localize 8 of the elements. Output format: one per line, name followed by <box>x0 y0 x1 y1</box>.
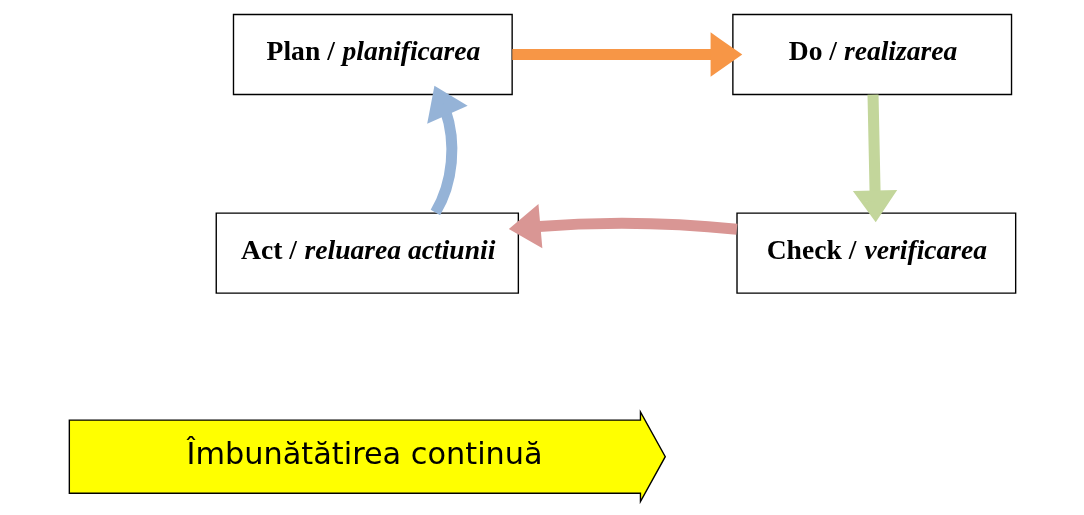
node-box: Do / realizarea <box>731 13 1012 95</box>
arrow <box>852 93 897 222</box>
node-box: Check / verificarea <box>735 212 1016 294</box>
arrow <box>508 203 737 248</box>
arrow <box>426 85 468 215</box>
node-box: Plan / planificarea <box>232 13 513 95</box>
node-box: Act / reluarea actiunii <box>215 212 519 294</box>
arrow <box>511 31 742 77</box>
